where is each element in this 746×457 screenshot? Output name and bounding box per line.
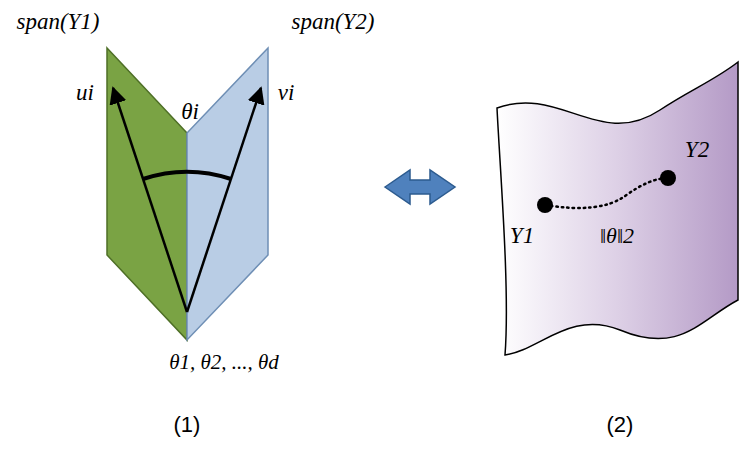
panel-number: (2) xyxy=(607,413,634,437)
angles-list: θ1, θ2, ..., θd xyxy=(169,351,279,374)
double-arrow xyxy=(385,170,455,204)
blue-plane xyxy=(187,48,268,340)
subspace-label: span(Y2) xyxy=(291,9,374,34)
vector-u xyxy=(113,88,187,312)
geodesic xyxy=(545,178,668,208)
point-label: Y2 xyxy=(685,137,709,162)
vector-label: vi xyxy=(278,80,295,105)
green-plane xyxy=(107,48,187,340)
panel-number: (1) xyxy=(174,413,201,437)
distance-label: ‖θ‖2 xyxy=(600,224,634,248)
point-y2 xyxy=(660,170,676,186)
vector-label: ui xyxy=(76,80,94,105)
point-label: Y1 xyxy=(510,223,534,248)
subspace-label: span(Y1) xyxy=(16,9,99,34)
angle-label: θi xyxy=(181,99,199,124)
point-y1 xyxy=(537,197,553,213)
manifold xyxy=(497,62,738,355)
angle-arc xyxy=(143,172,231,179)
